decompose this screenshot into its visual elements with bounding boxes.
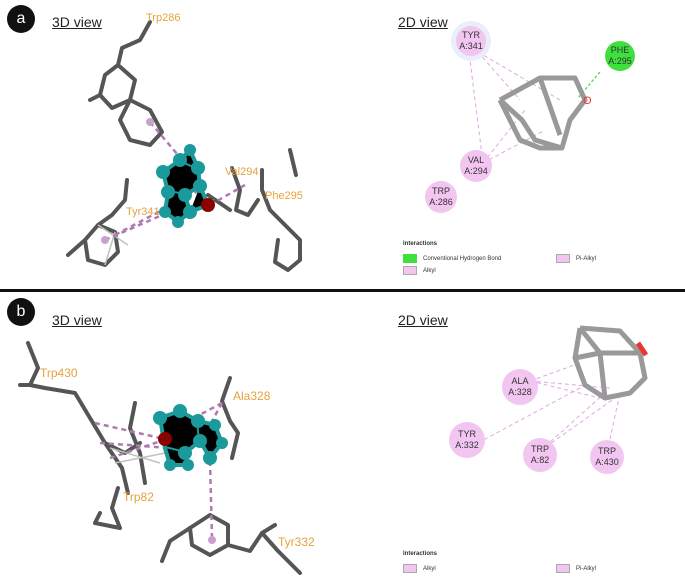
panel-a: a 3D view 2D view (0, 0, 685, 290)
node-name: TRP (531, 444, 549, 454)
node-id: A:82 (530, 455, 550, 465)
node-name: VAL (467, 155, 485, 165)
node-id: A:332 (455, 440, 479, 450)
residue-label-ala328: Ala328 (233, 389, 271, 403)
node-id: A:294 (464, 166, 488, 176)
legend-swatch (556, 564, 570, 573)
oxygen-atom (158, 432, 172, 446)
residue-label-tyr332: Tyr332 (278, 535, 315, 549)
legend-label: Alkyl (423, 267, 436, 274)
legend-item-alkyl: Alkyl (403, 564, 436, 573)
node-trp286: TRP A:286 (425, 181, 457, 213)
panel-b: b 3D view 2D view (0, 293, 685, 584)
panel-divider (0, 289, 685, 292)
legend-item-pi-alkyl: Pi-Alkyl (556, 564, 596, 573)
legend-title: Interactions (403, 241, 438, 247)
node-id: A:328 (508, 387, 532, 397)
node-val294: VAL A:294 (460, 150, 492, 182)
legend-item-alkyl: Alkyl (403, 266, 436, 275)
node-id: A:430 (595, 457, 619, 467)
residue-label-val294: Val294 (225, 166, 259, 178)
legend-item-hbond: Conventional Hydrogen Bond (403, 254, 501, 263)
node-tyr332: TYR A:332 (449, 422, 485, 458)
node-ala328: ALA A:328 (502, 369, 538, 405)
panel-badge: b (7, 298, 35, 326)
node-phe295: PHE A:295 (605, 41, 635, 71)
molecular-3d-view-b (18, 325, 649, 575)
legend-swatch (403, 266, 417, 275)
node-name: TYR (462, 30, 480, 40)
oxygen-atom (201, 198, 215, 212)
node-trp82: TRP A:82 (523, 438, 557, 472)
svg-text:O: O (583, 95, 592, 107)
view-2d-title: 2D view (398, 14, 448, 30)
legend-swatch (556, 254, 570, 263)
residue-label-phe295: Phe295 (265, 190, 303, 202)
molecular-3d-view-a: O (66, 20, 601, 272)
node-id: A:341 (459, 41, 483, 51)
legend-item-pi-alkyl: Pi-Alkyl (556, 254, 596, 263)
node-trp430: TRP A:430 (590, 440, 624, 474)
view-3d-title: 3D view (52, 312, 102, 328)
node-name: TYR (458, 429, 476, 439)
legend-label: Conventional Hydrogen Bond (423, 255, 502, 262)
node-id: A:286 (429, 197, 453, 207)
legend-label: Pi-Alkyl (576, 255, 597, 262)
residue-label-trp430: Trp430 (40, 366, 78, 380)
legend-label: Alkyl (423, 565, 436, 572)
residue-label-tyr341: Tyr341 (126, 206, 160, 218)
residue-label-trp286: Trp286 (146, 12, 181, 24)
panel-badge: a (7, 5, 35, 33)
legend-title: Interactions (403, 551, 438, 557)
node-name: ALA (511, 376, 529, 386)
node-id: A:295 (608, 56, 632, 66)
view-2d-title: 2D view (398, 312, 448, 328)
legend-label: Pi-Alkyl (576, 565, 597, 572)
view-3d-title: 3D view (52, 14, 102, 30)
residue-label-trp82: Trp82 (123, 490, 154, 504)
node-name: TRP (598, 446, 616, 456)
node-name: TRP (432, 186, 450, 196)
legend-swatch (403, 254, 417, 263)
node-tyr341: TYR A:341 (456, 26, 486, 56)
legend-swatch (403, 564, 417, 573)
node-name: PHE (610, 45, 630, 55)
